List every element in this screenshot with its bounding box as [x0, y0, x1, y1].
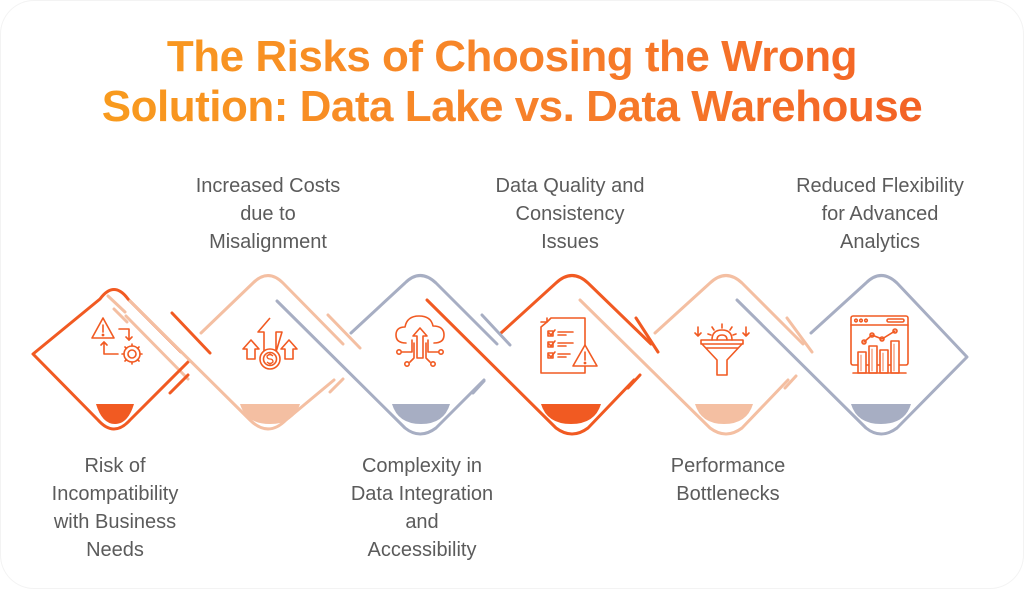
- step-2-diamond: [128, 274, 345, 431]
- step-6-label-line: for Advanced: [821, 203, 939, 225]
- interlock-segment: [112, 307, 190, 381]
- step-3-label-line: Complexity in: [361, 455, 483, 477]
- step-6-label-line: Reduced Flexibility: [796, 175, 964, 197]
- step-3-label-line: Data Integration: [350, 483, 494, 505]
- step-2-fill-bowl: [240, 404, 300, 424]
- step-6-label-line: Analytics: [839, 231, 921, 253]
- warning-gear-cycle-icon: [91, 317, 143, 365]
- funnel-gear-icon: [694, 323, 750, 376]
- checklist-warning-icon: [540, 317, 598, 374]
- step-5-label-line: Bottlenecks: [676, 483, 780, 505]
- step-5-label-line: Performance: [670, 455, 786, 477]
- step-3-label: Complexity in Data Integration and Acces…: [322, 452, 522, 564]
- step-1-label-line: Needs: [86, 539, 144, 561]
- cloud-upload-network-icon: [395, 315, 445, 367]
- step-4-label: Data Quality and Consistency Issues: [460, 172, 680, 256]
- step-4-diamond: [425, 274, 653, 436]
- dollar-growth-arrows-icon: [242, 317, 298, 370]
- step-6-fill-bowl: [851, 404, 911, 424]
- step-1-label-line: Incompatibility: [51, 483, 179, 505]
- step-2-label: Increased Costs due to Misalignment: [168, 172, 368, 256]
- step-3-fill-bowl: [392, 404, 450, 424]
- step-3-diamond: [275, 274, 499, 436]
- step-4-label-line: Consistency: [515, 203, 625, 225]
- step-6-diamond: [735, 274, 969, 436]
- step-3-label-line: Accessibility: [367, 539, 477, 561]
- step-1-diamond: [31, 288, 190, 431]
- step-1-label-line: Risk of: [84, 455, 146, 477]
- step-4-label-line: Issues: [541, 231, 599, 253]
- step-1-label-line: with Business: [53, 511, 177, 533]
- step-3-label-line: and: [405, 511, 439, 533]
- step-2-label-line: due to: [240, 203, 296, 225]
- step-4-label-line: Data Quality and: [495, 175, 645, 197]
- step-5-fill-bowl: [695, 404, 753, 424]
- analytics-dashboard-icon: [850, 315, 909, 374]
- step-2-label-line: Misalignment: [209, 231, 327, 253]
- step-4-fill-bowl: [541, 404, 601, 424]
- step-1-label: Risk of Incompatibility with Business Ne…: [30, 452, 200, 564]
- step-5-diamond: [578, 274, 805, 436]
- step-2-label-line: Increased Costs: [195, 175, 341, 197]
- step-6-label: Reduced Flexibility for Advanced Analyti…: [765, 172, 995, 256]
- step-5-label: Performance Bottlenecks: [628, 452, 828, 508]
- step-1-fill-bowl: [96, 404, 134, 424]
